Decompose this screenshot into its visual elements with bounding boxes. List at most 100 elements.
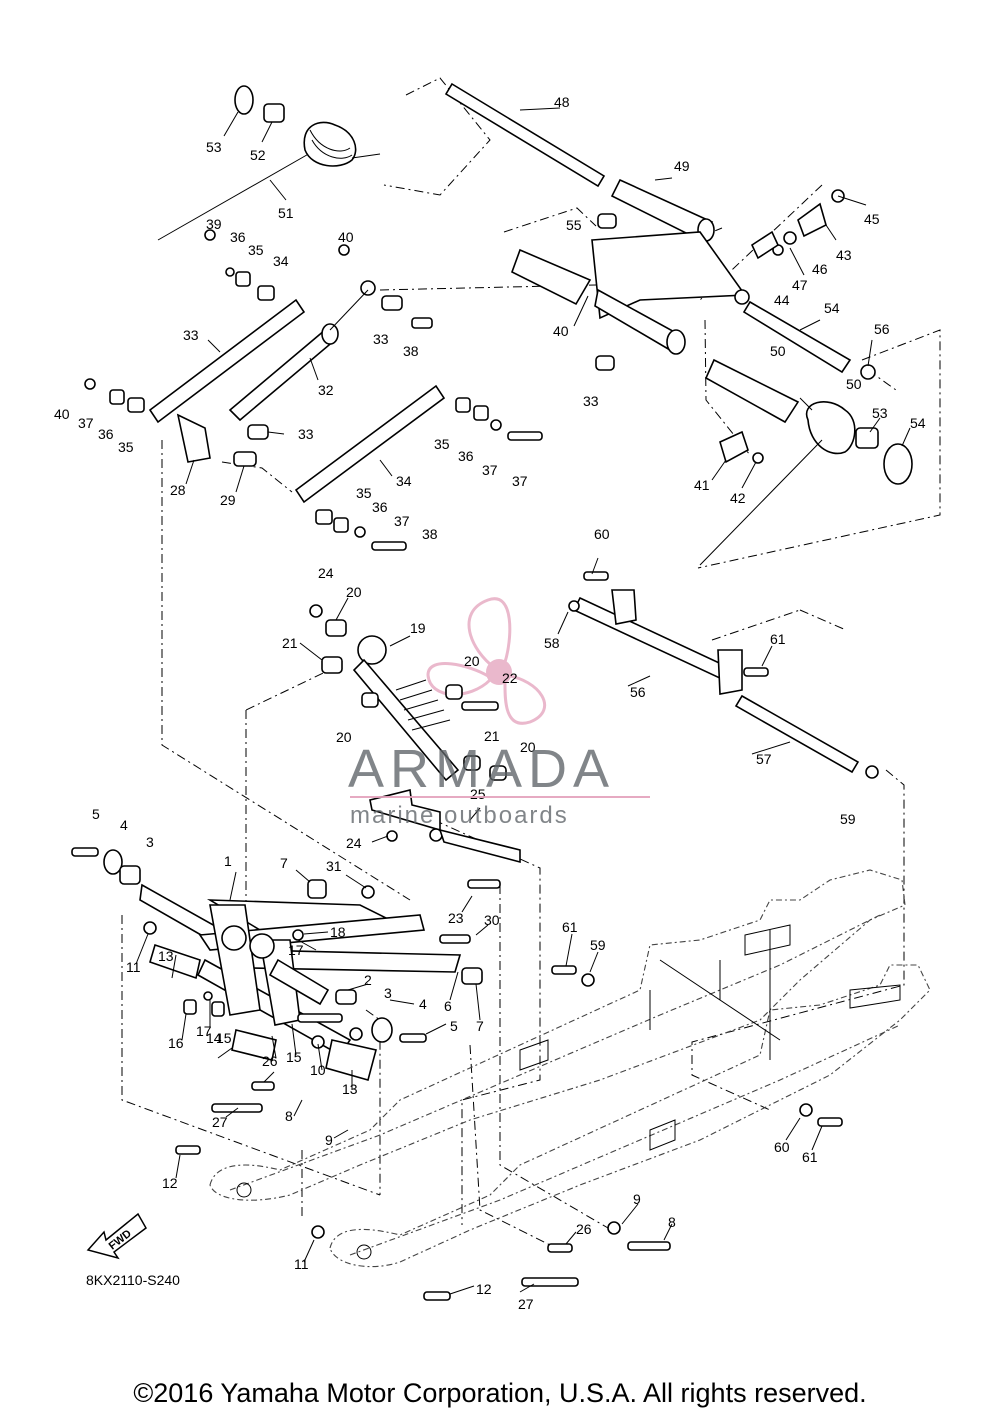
callout-number: 36 (98, 426, 114, 442)
callout-number: 48 (554, 94, 570, 110)
callout-number: 43 (836, 247, 852, 263)
callout-number: 35 (356, 485, 372, 501)
callout-number: 27 (212, 1114, 228, 1130)
callout-number: 38 (403, 343, 419, 359)
callout-number: 4 (419, 996, 427, 1012)
callout-number: 53 (872, 405, 888, 421)
callout-number: 40 (338, 229, 354, 245)
callout-number: 39 (206, 216, 222, 232)
callout-number: 40 (553, 323, 569, 339)
callout-number: 33 (183, 327, 199, 343)
parts-diagram: 1 2 3 3 4 4 5 5 6 7 7 8 8 9 9 10 11 11 1… (54, 77, 941, 1312)
callout-number: 15 (216, 1030, 232, 1046)
callout-number: 4 (120, 817, 128, 833)
callout-number: 37 (78, 415, 94, 431)
callout-number: 61 (770, 631, 786, 647)
callout-number: 45 (864, 211, 880, 227)
callout-number: 9 (633, 1191, 641, 1207)
callout-number: 36 (458, 448, 474, 464)
callout-number: 5 (450, 1018, 458, 1034)
callout-number: 12 (162, 1175, 178, 1191)
callout-number: 9 (325, 1132, 333, 1148)
callout-number: 56 (874, 321, 890, 337)
callout-number: 33 (583, 393, 599, 409)
callout-number: 21 (484, 728, 500, 744)
callout-number: 41 (694, 477, 710, 493)
copyright-notice: ©2016 Yamaha Motor Corporation, U.S.A. A… (133, 1378, 867, 1408)
callout-number: 1 (224, 853, 232, 869)
leader-lines (135, 107, 911, 1295)
callout-number: 5 (92, 806, 100, 822)
callout-number: 21 (282, 635, 298, 651)
callout-number: 22 (502, 670, 518, 686)
callout-number: 7 (280, 855, 288, 871)
fwd-arrow: FWD (86, 1212, 147, 1260)
callout-number: 15 (286, 1049, 302, 1065)
callout-number: 8 (285, 1108, 293, 1124)
callout-number: 23 (448, 910, 464, 926)
callout-number: 3 (146, 834, 154, 850)
callout-number: 12 (476, 1281, 492, 1297)
callout-number: 59 (840, 811, 856, 827)
callout-number: 13 (158, 948, 174, 964)
callout-number: 34 (273, 253, 289, 269)
callout-number: 24 (346, 835, 362, 851)
cross-shafts (551, 571, 879, 1127)
callout-number: 3 (384, 985, 392, 1001)
callout-number: 32 (318, 382, 334, 398)
callout-number: 52 (250, 147, 266, 163)
callout-number: 11 (294, 1256, 309, 1272)
callout-number: 11 (126, 959, 141, 975)
callout-number: 50 (846, 376, 862, 392)
callout-number: 30 (484, 912, 500, 928)
callout-number: 35 (248, 242, 264, 258)
callout-number: 61 (562, 919, 578, 935)
callout-number: 25 (470, 786, 486, 802)
callout-number: 34 (396, 473, 412, 489)
callout-number: 35 (118, 439, 134, 455)
callout-number: 59 (590, 937, 606, 953)
callout-numbers: 1 2 3 3 4 4 5 5 6 7 7 8 8 9 9 10 11 11 1… (54, 94, 926, 1312)
shock-absorber (309, 604, 521, 864)
callout-number: 60 (594, 526, 610, 542)
callout-number: 36 (230, 229, 246, 245)
callout-number: 26 (576, 1221, 592, 1237)
callout-number: 37 (512, 473, 528, 489)
drawing-code: 8KX2110-S240 (86, 1272, 180, 1288)
callout-number: 51 (278, 205, 294, 221)
callout-number: 19 (410, 620, 426, 636)
front-arm (71, 847, 671, 1301)
callout-number: 36 (372, 499, 388, 515)
callout-number: 33 (373, 331, 389, 347)
callout-number: 54 (824, 300, 840, 316)
callout-number: 33 (298, 426, 314, 442)
callout-number: 31 (326, 858, 342, 874)
callout-number: 47 (792, 277, 808, 293)
callout-number: 26 (262, 1053, 278, 1069)
mid-parts (84, 229, 543, 551)
callout-number: 29 (220, 492, 236, 508)
callout-number: 24 (318, 565, 334, 581)
callout-number: 20 (520, 739, 536, 755)
callout-number: 10 (310, 1062, 326, 1078)
callout-number: 6 (444, 998, 452, 1014)
upper-parts (157, 82, 913, 566)
callout-number: 60 (774, 1139, 790, 1155)
callout-number: 46 (812, 261, 828, 277)
callout-number: 20 (346, 584, 362, 600)
callout-number: 56 (630, 684, 646, 700)
track-frame (209, 869, 931, 1268)
callout-number: 14 (206, 1030, 222, 1046)
callout-number: 37 (394, 513, 410, 529)
callout-number: 44 (774, 292, 790, 308)
callout-number: 57 (756, 751, 772, 767)
callout-number: 38 (422, 526, 438, 542)
callout-number: 20 (336, 729, 352, 745)
callout-number: 18 (330, 924, 346, 940)
callout-number: 58 (544, 635, 560, 651)
callout-number: 17 (196, 1023, 212, 1039)
callout-number: 53 (206, 139, 222, 155)
callout-number: 54 (910, 415, 926, 431)
callout-number: 27 (518, 1296, 534, 1312)
watermark-logo (426, 597, 547, 725)
